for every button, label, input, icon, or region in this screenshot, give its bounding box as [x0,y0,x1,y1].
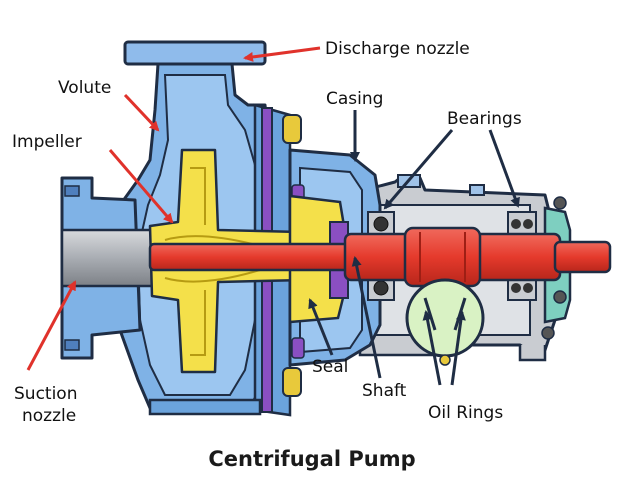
label-impeller: Impeller [12,132,82,152]
label-suction-line1: Suction [14,384,77,404]
diagram-title: Centrifugal Pump [208,447,415,471]
label-suction-line2: nozzle [22,406,76,426]
label-shaft: Shaft [362,381,407,401]
label-oil-rings: Oil Rings [428,403,503,423]
label-volute: Volute [58,78,111,98]
label-seal: Seal [312,357,348,377]
volute-arrow [125,95,158,130]
suction-pipe-bore [62,230,157,286]
label-bearings: Bearings [447,109,522,129]
label-casing: Casing [326,89,383,109]
label-discharge-nozzle: Discharge nozzle [325,39,470,59]
